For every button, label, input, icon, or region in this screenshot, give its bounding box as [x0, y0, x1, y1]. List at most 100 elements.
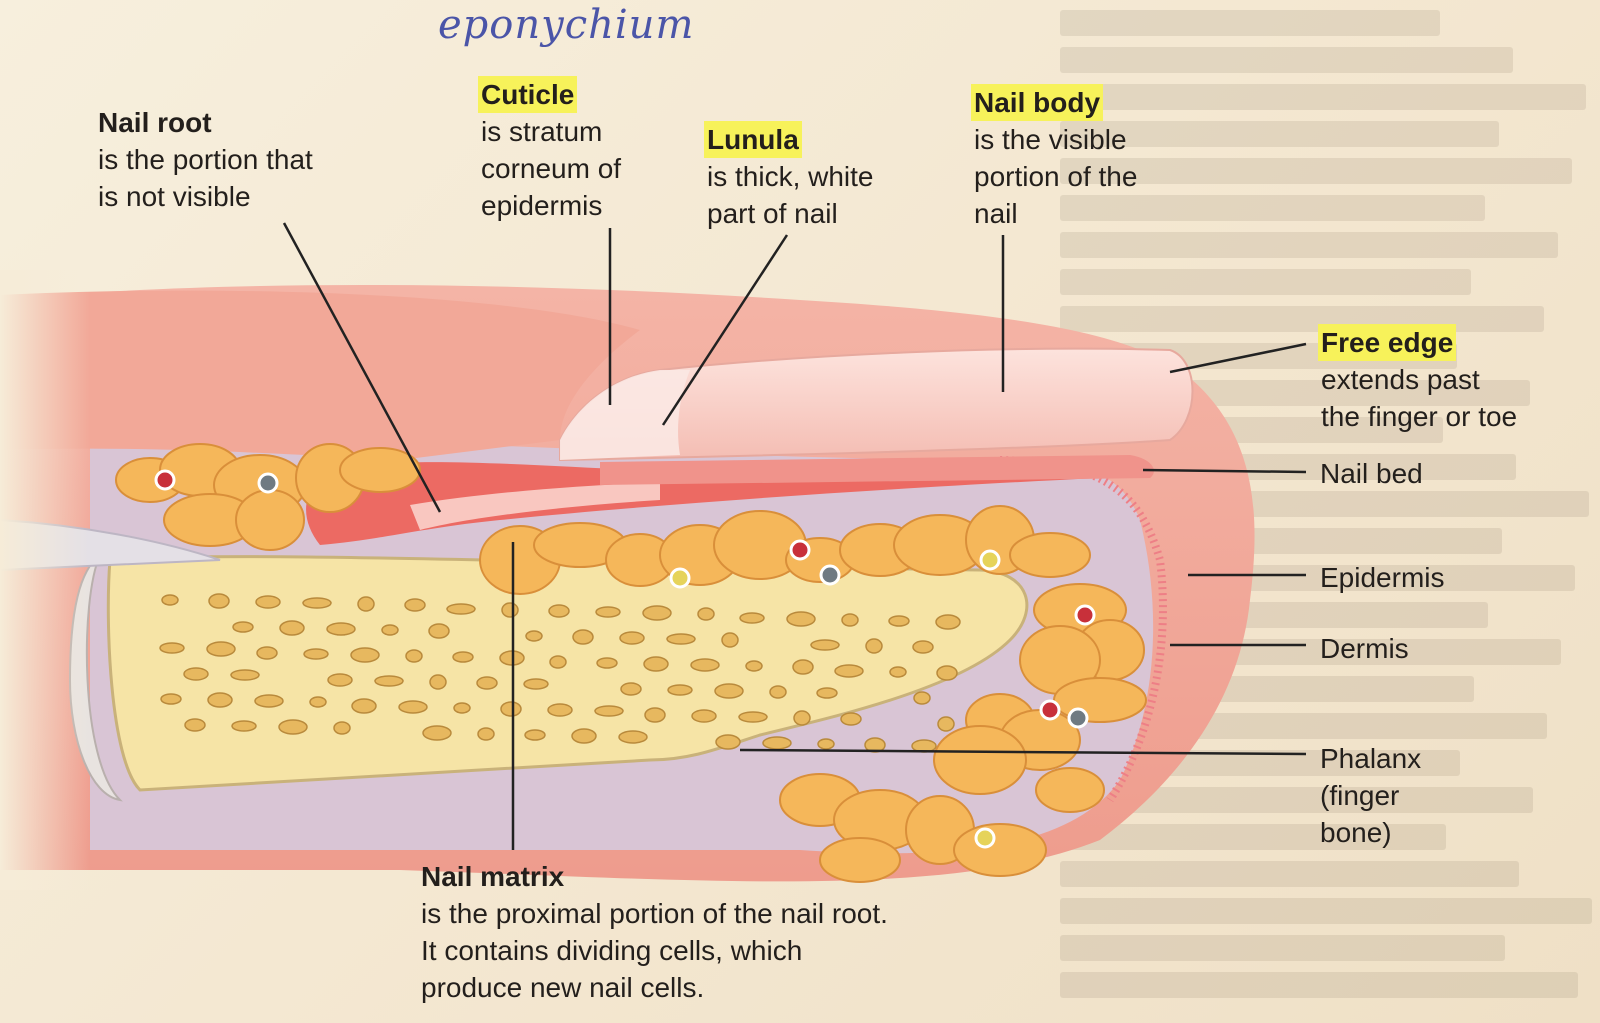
fat-lobule [1009, 532, 1091, 578]
label-title: Cuticle [478, 76, 578, 113]
label-title: Nail root [98, 107, 212, 138]
background-text-line [1060, 935, 1505, 961]
trabecula-spot [762, 736, 792, 750]
vessel-cross-section [154, 469, 176, 491]
vessel-cross-section [1067, 707, 1089, 729]
trabecula-spot [501, 602, 519, 618]
trabecula-spot [429, 674, 447, 690]
trabecula-spot [500, 701, 522, 717]
trabecula-spot [888, 615, 910, 627]
trabecula-spot [232, 621, 254, 633]
proximal-nail-fold [0, 290, 640, 460]
lunula-area [560, 370, 690, 460]
trabecula-spot [208, 593, 230, 609]
background-text-line [1060, 972, 1578, 998]
trabecula-spot [446, 603, 476, 615]
nail-bed-region [600, 455, 1154, 485]
trabecula-spot [721, 632, 739, 648]
trabecula-spot [476, 676, 498, 690]
trabecula-spot [786, 611, 816, 627]
vessel-cross-section [974, 827, 996, 849]
label-description: is stratum corneum of epidermis [481, 116, 622, 221]
trabecula-spot [477, 727, 495, 741]
trabecula-spot [817, 738, 835, 750]
trabecula-spot [525, 630, 543, 642]
trabecula-spot [452, 651, 474, 663]
trabecula-spot [327, 673, 353, 687]
label-title: Nail body [971, 84, 1104, 121]
trabecula-spot [937, 716, 955, 732]
trabecula-spot [618, 730, 648, 744]
trabecula-spot [453, 702, 471, 714]
label-title: Lunula [704, 121, 802, 158]
trabecula-spot [256, 646, 278, 660]
trabecula-spot [351, 698, 377, 714]
trabecula-spot [715, 734, 741, 750]
vessel-cross-section [669, 567, 691, 589]
label-nail-bed: Nail bed [1320, 458, 1423, 489]
leader-nail-root [282, 222, 442, 513]
vessel-cross-section [979, 549, 1001, 571]
trabecula-spot [912, 640, 934, 654]
trabecula-spot [160, 693, 182, 705]
background-text-line [1060, 195, 1485, 221]
fat-lobule [1035, 767, 1105, 813]
trabecula-spot [206, 641, 236, 657]
trabecula-spot [714, 683, 744, 699]
trabecula-spot [619, 631, 645, 645]
trabecula-spot [159, 642, 185, 654]
handwritten-annotation: eponychium [438, 2, 695, 48]
leader-nail-bed [1142, 468, 1307, 474]
trabecula-spot [183, 667, 209, 681]
trabecula-spot [841, 613, 859, 627]
trabecula-spot [596, 657, 618, 669]
trabecula-spot [840, 712, 862, 726]
label-title: Nail matrix [421, 861, 565, 892]
trabecula-spot [161, 594, 179, 606]
nail-matrix-region [306, 462, 1100, 545]
label-dermis: Dermis [1320, 633, 1409, 664]
trabecula-spot [184, 718, 206, 732]
nail-root-region [410, 482, 660, 530]
trabecula-spot [523, 678, 549, 690]
trabecula-spot [666, 633, 696, 645]
trabecula-spot [547, 703, 573, 717]
blood-vessels [154, 469, 1096, 849]
label-epidermis: Epidermis [1320, 562, 1445, 593]
trabecula-spot [793, 710, 811, 726]
trabecula-spot [302, 597, 332, 609]
trabecula-spot [350, 647, 380, 663]
trabecula-spot [571, 728, 597, 744]
trabecula-spot [913, 691, 931, 705]
trabecula-spot [644, 707, 666, 723]
trabecula-spot [428, 623, 450, 639]
trabecula-spot [690, 658, 720, 672]
background-text-line [1060, 121, 1499, 147]
background-text-line [1060, 898, 1592, 924]
trabecula-spot [691, 709, 717, 723]
trabecula-spot [620, 682, 642, 696]
trabecula-spot [254, 694, 284, 708]
background-text-line [1060, 158, 1572, 184]
trabecula-spot [422, 725, 452, 741]
trabecula-spot [667, 684, 693, 696]
label-title: Free edge [1318, 324, 1457, 361]
fat-lobule [339, 447, 421, 493]
fat-lobule [933, 725, 1027, 795]
bone-trabeculae [159, 593, 961, 753]
trabecula-spot [374, 675, 404, 687]
background-text-line [1060, 269, 1471, 295]
nail-plate [559, 347, 1194, 462]
trabecula-spot [303, 648, 329, 660]
leader-phalanx [739, 748, 1307, 756]
trabecula-spot [935, 614, 961, 630]
background-text-line [1060, 232, 1558, 258]
background-text-line [1060, 10, 1440, 36]
trabecula-spot [816, 687, 838, 699]
trabecula-spot [255, 595, 281, 609]
trabecula-spot [889, 666, 907, 678]
trabecula-spot [549, 655, 567, 669]
trabecula-spot [404, 598, 426, 612]
